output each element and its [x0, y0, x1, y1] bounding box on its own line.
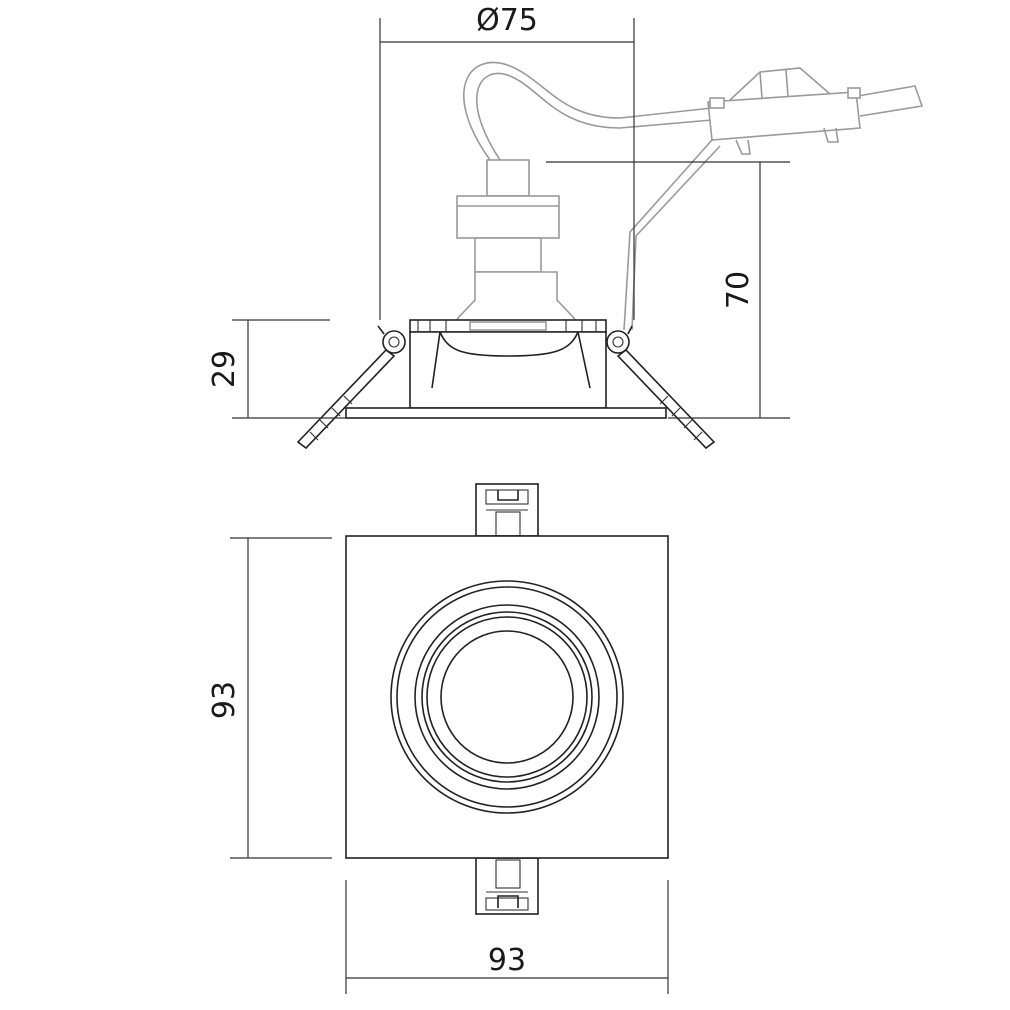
dimension-plan-width: 93 [345, 880, 669, 994]
spring-clip-left [296, 325, 406, 450]
cable [463, 61, 713, 161]
height-body-label: 29 [207, 350, 242, 388]
height-total-label: 70 [721, 271, 756, 309]
dimension-height-body: 29 [207, 319, 346, 419]
bezel-plate [345, 407, 667, 419]
plan-clip-bottom [475, 857, 539, 915]
spring-wire [623, 139, 713, 331]
spring-clip-right [606, 325, 716, 450]
lamp-socket [456, 159, 560, 273]
plan-height-label: 93 [207, 681, 242, 719]
housing [409, 319, 607, 409]
plan-view: 93 93 [207, 483, 669, 994]
terminal-block [707, 67, 861, 155]
plan-width-label: 93 [488, 943, 526, 978]
side-view: Ø75 70 29 [207, 3, 924, 450]
lamp-rings [390, 580, 624, 814]
dimension-plan-height: 93 [207, 537, 332, 859]
square-bezel [345, 535, 669, 859]
diameter-label: Ø75 [476, 3, 538, 38]
plan-clip-top [475, 483, 539, 537]
dimension-diameter: Ø75 [379, 3, 635, 320]
dimension-height-total: 70 [546, 161, 790, 419]
